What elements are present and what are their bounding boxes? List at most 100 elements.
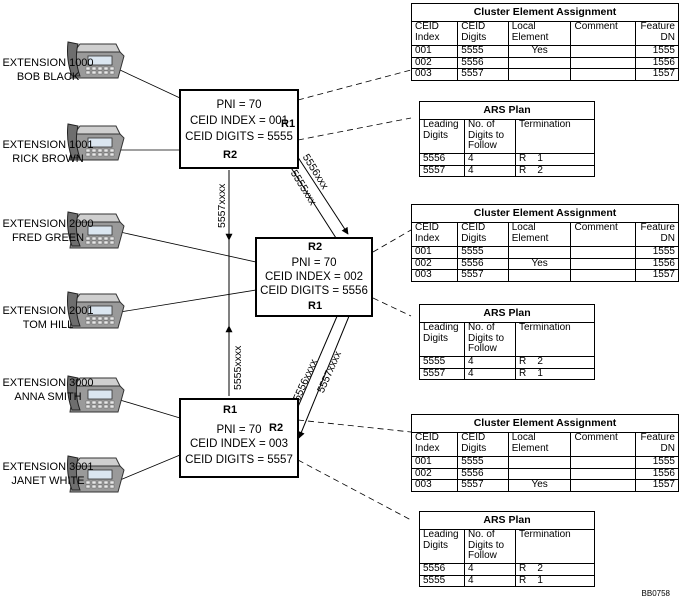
table-cell — [507, 269, 572, 282]
table-cell: 4 — [464, 356, 516, 369]
col-header: Leading Digits — [419, 529, 465, 564]
table-cell: 003 — [410, 68, 459, 81]
col-header: CEID Index — [410, 21, 459, 46]
col-header: Comment — [570, 432, 637, 457]
table-cell: 001 — [410, 456, 459, 469]
route-tag: R1 — [281, 118, 296, 130]
trunk-label: 5555xxxx — [232, 345, 244, 390]
col-header: Leading Digits — [419, 322, 465, 357]
col-header: Feature DN — [635, 21, 679, 46]
table-cell: R 1 — [515, 574, 595, 587]
node-3-box: R1 PNI = 70 CEID INDEX = 003 CEID DIGITS… — [179, 398, 299, 478]
table-cell: 1555 — [635, 45, 679, 58]
route-tag: R2 — [308, 241, 323, 253]
col-header: CEID Index — [410, 432, 459, 457]
table-cell: 5557 — [457, 68, 509, 81]
figure-code: BB0758 — [641, 589, 670, 598]
table-cell: 1555 — [635, 246, 679, 259]
node-ceid-digits: CEID DIGITS = 5556 — [260, 285, 368, 297]
route-tag: R1 — [308, 300, 323, 312]
table-cell: 5556 — [419, 153, 465, 166]
node-ceid-digits: CEID DIGITS = 5555 — [185, 131, 293, 143]
table-cell: 003 — [410, 269, 459, 282]
table-cell: R 2 — [515, 356, 595, 369]
col-header: Termination — [515, 529, 595, 564]
table-cell: R 2 — [515, 164, 595, 177]
cluster-table-3: Cluster Element Assignment CEID Index CE… — [410, 414, 679, 492]
table-cell: 001 — [410, 246, 459, 259]
table-cell: 5555 — [419, 574, 465, 587]
table-leaders — [297, 69, 412, 521]
table-cell: 5556 — [457, 257, 509, 270]
table-title: Cluster Element Assignment — [411, 3, 679, 22]
col-header: Termination — [515, 322, 595, 357]
table-cell — [570, 257, 637, 270]
table-cell — [570, 269, 637, 282]
table-title: Cluster Element Assignment — [411, 204, 679, 223]
table-cell: 5555 — [457, 246, 509, 259]
table-cell: 1557 — [635, 479, 679, 492]
table-title: ARS Plan — [419, 304, 595, 323]
table-cell: 5557 — [419, 367, 465, 380]
node-pni: PNI = 70 — [291, 257, 337, 269]
table-cell: 5555 — [457, 456, 509, 469]
table-cell — [570, 467, 637, 480]
cluster-table-2: Cluster Element Assignment CEID Index CE… — [410, 204, 679, 282]
table-cell: 1556 — [635, 467, 679, 480]
trunk-label: 5557xxxx — [216, 183, 228, 228]
table-cell: 5555 — [419, 356, 465, 369]
table-cell — [507, 246, 572, 259]
col-header: Local Element — [507, 222, 572, 247]
table-title: Cluster Element Assignment — [411, 414, 679, 433]
table-cell: 002 — [410, 467, 459, 480]
node-ceid-index: CEID INDEX = 002 — [264, 271, 364, 283]
table-cell — [570, 56, 637, 69]
col-header: CEID Digits — [457, 432, 509, 457]
col-header: No. of Digits to Follow — [464, 529, 516, 564]
node-pni: PNI = 70 — [216, 99, 262, 111]
node-ceid-index: CEID INDEX = 001 — [189, 115, 289, 127]
table-cell: 5555 — [457, 45, 509, 58]
col-header: CEID Index — [410, 222, 459, 247]
table-cell: 4 — [464, 153, 516, 166]
ars-table-2: ARS Plan Leading Digits No. of Digits to… — [419, 304, 595, 380]
col-header: CEID Digits — [457, 222, 509, 247]
table-cell: R 1 — [515, 367, 595, 380]
ars-table-3: ARS Plan Leading Digits No. of Digits to… — [419, 511, 595, 587]
col-header: Local Element — [507, 432, 572, 457]
table-cell: R 2 — [515, 563, 595, 576]
cluster-table-1: Cluster Element Assignment CEID Index CE… — [410, 3, 679, 81]
table-cell: R 1 — [515, 153, 595, 166]
col-header: No. of Digits to Follow — [464, 322, 516, 357]
route-tag: R1 — [223, 404, 238, 416]
route-tag: R2 — [269, 422, 284, 434]
table-cell: 1556 — [635, 257, 679, 270]
extension-links — [119, 69, 257, 481]
table-cell: 4 — [464, 574, 516, 587]
table-cell — [507, 467, 572, 480]
col-header: Local Element — [507, 21, 572, 46]
table-cell: 001 — [410, 45, 459, 58]
node-pni: PNI = 70 — [216, 424, 262, 436]
col-header: No. of Digits to Follow — [464, 119, 516, 154]
node-2-box: R2 PNI = 70 CEID INDEX = 002 CEID DIGITS… — [255, 237, 373, 317]
table-cell — [507, 456, 572, 469]
table-cell — [570, 45, 637, 58]
table-cell: 1557 — [635, 269, 679, 282]
table-cell: 4 — [464, 367, 516, 380]
node-ceid-digits: CEID DIGITS = 5557 — [185, 454, 293, 466]
table-cell: 1555 — [635, 456, 679, 469]
col-header: Leading Digits — [419, 119, 465, 154]
node-1-box: PNI = 70 CEID INDEX = 001 CEID DIGITS = … — [179, 89, 299, 169]
table-cell: Yes — [507, 257, 572, 270]
table-cell: 5556 — [419, 563, 465, 576]
table-cell: 002 — [410, 257, 459, 270]
table-cell — [570, 456, 637, 469]
table-title: ARS Plan — [419, 101, 595, 120]
